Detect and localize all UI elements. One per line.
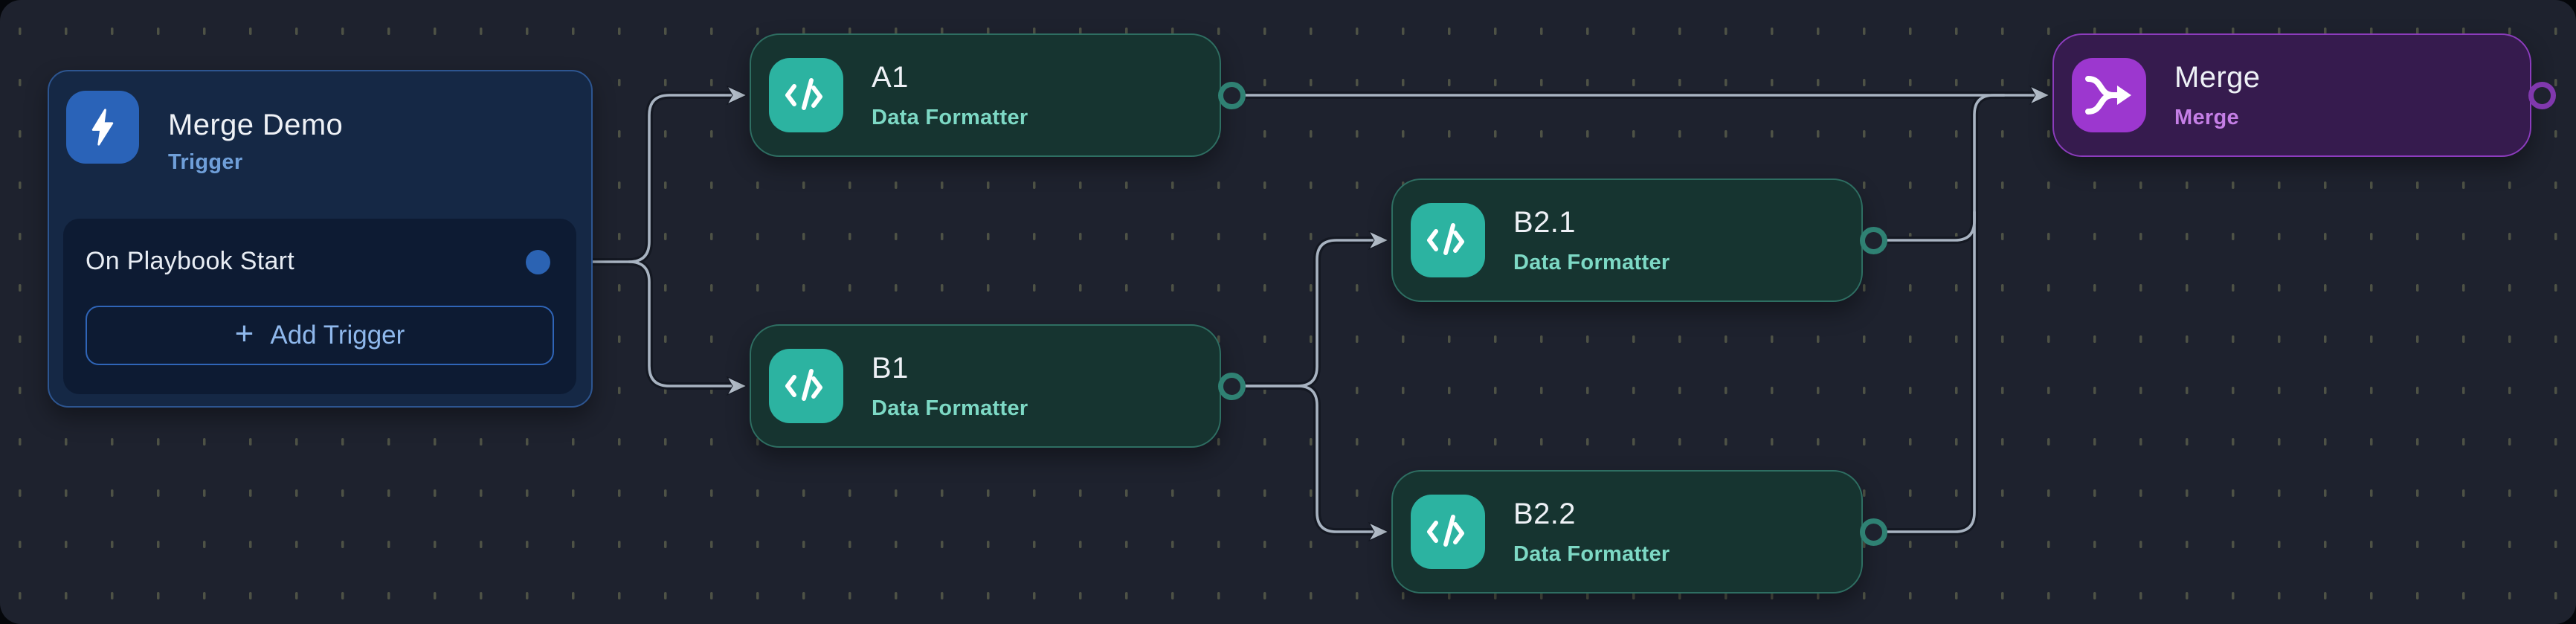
merge-icon: [2072, 58, 2146, 132]
node-title: A1: [872, 60, 909, 94]
edge-b2-1-to-merge: [1885, 210, 1976, 242]
lightning-bolt-icon: [66, 91, 139, 164]
arrowhead-into-merge: [2029, 85, 2051, 106]
node-subtitle: Merge: [2174, 105, 2239, 129]
output-port-merge[interactable]: [2528, 82, 2556, 109]
plus-icon: +: [234, 315, 254, 352]
node-b2-1[interactable]: B2.1 Data Formatter: [1391, 178, 1863, 302]
node-b2-2[interactable]: B2.2 Data Formatter: [1391, 470, 1863, 594]
arrowhead-into-b1: [726, 376, 748, 396]
node-title: B2.2: [1513, 497, 1576, 530]
output-port-b1[interactable]: [1218, 373, 1246, 400]
node-subtitle: Data Formatter: [872, 396, 1028, 420]
node-a1[interactable]: A1 Data Formatter: [750, 33, 1221, 157]
node-title: B2.1: [1513, 205, 1576, 239]
node-subtitle: Data Formatter: [1513, 541, 1670, 566]
trigger-row-on-playbook-start[interactable]: On Playbook Start: [86, 247, 295, 275]
edge-trigger-to-b1: [628, 260, 735, 387]
edges[interactable]: [536, 94, 2038, 533]
trigger-card-title: Merge Demo: [168, 109, 344, 141]
edge-arrowheads: [726, 85, 2051, 542]
node-title: Merge: [2174, 60, 2261, 94]
arrowhead-into-a1: [726, 85, 748, 106]
node-subtitle: Data Formatter: [1513, 250, 1670, 274]
code-icon: [769, 349, 843, 423]
output-port-b2-2[interactable]: [1860, 518, 1887, 546]
node-b1[interactable]: B1 Data Formatter: [750, 324, 1221, 448]
code-icon: [1411, 495, 1485, 569]
edge-b1-to-b2-2: [1243, 385, 1376, 533]
arrowhead-into-b2-1: [1368, 230, 1390, 251]
node-title: B1: [872, 351, 909, 385]
output-port-a1[interactable]: [1218, 82, 1246, 109]
edge-trigger-to-a1: [536, 94, 735, 263]
output-port-b2-1[interactable]: [1860, 227, 1887, 254]
trigger-card-type-label: Trigger: [168, 150, 243, 174]
trigger-card[interactable]: Merge Demo Trigger On Playbook Start + A…: [48, 70, 593, 408]
node-subtitle: Data Formatter: [872, 105, 1028, 129]
trigger-output-port[interactable]: [526, 250, 550, 274]
edge-b1-to-b2-1: [1243, 239, 1376, 387]
trigger-list-panel: On Playbook Start + Add Trigger: [63, 219, 576, 394]
add-trigger-button-label: Add Trigger: [270, 321, 405, 350]
add-trigger-button[interactable]: + Add Trigger: [86, 306, 554, 365]
node-merge[interactable]: Merge Merge: [2052, 33, 2531, 157]
edge-b2-2-to-merge: [1885, 94, 2006, 533]
arrowhead-into-b2-2: [1368, 521, 1390, 542]
code-icon: [1411, 203, 1485, 277]
code-icon: [769, 58, 843, 132]
